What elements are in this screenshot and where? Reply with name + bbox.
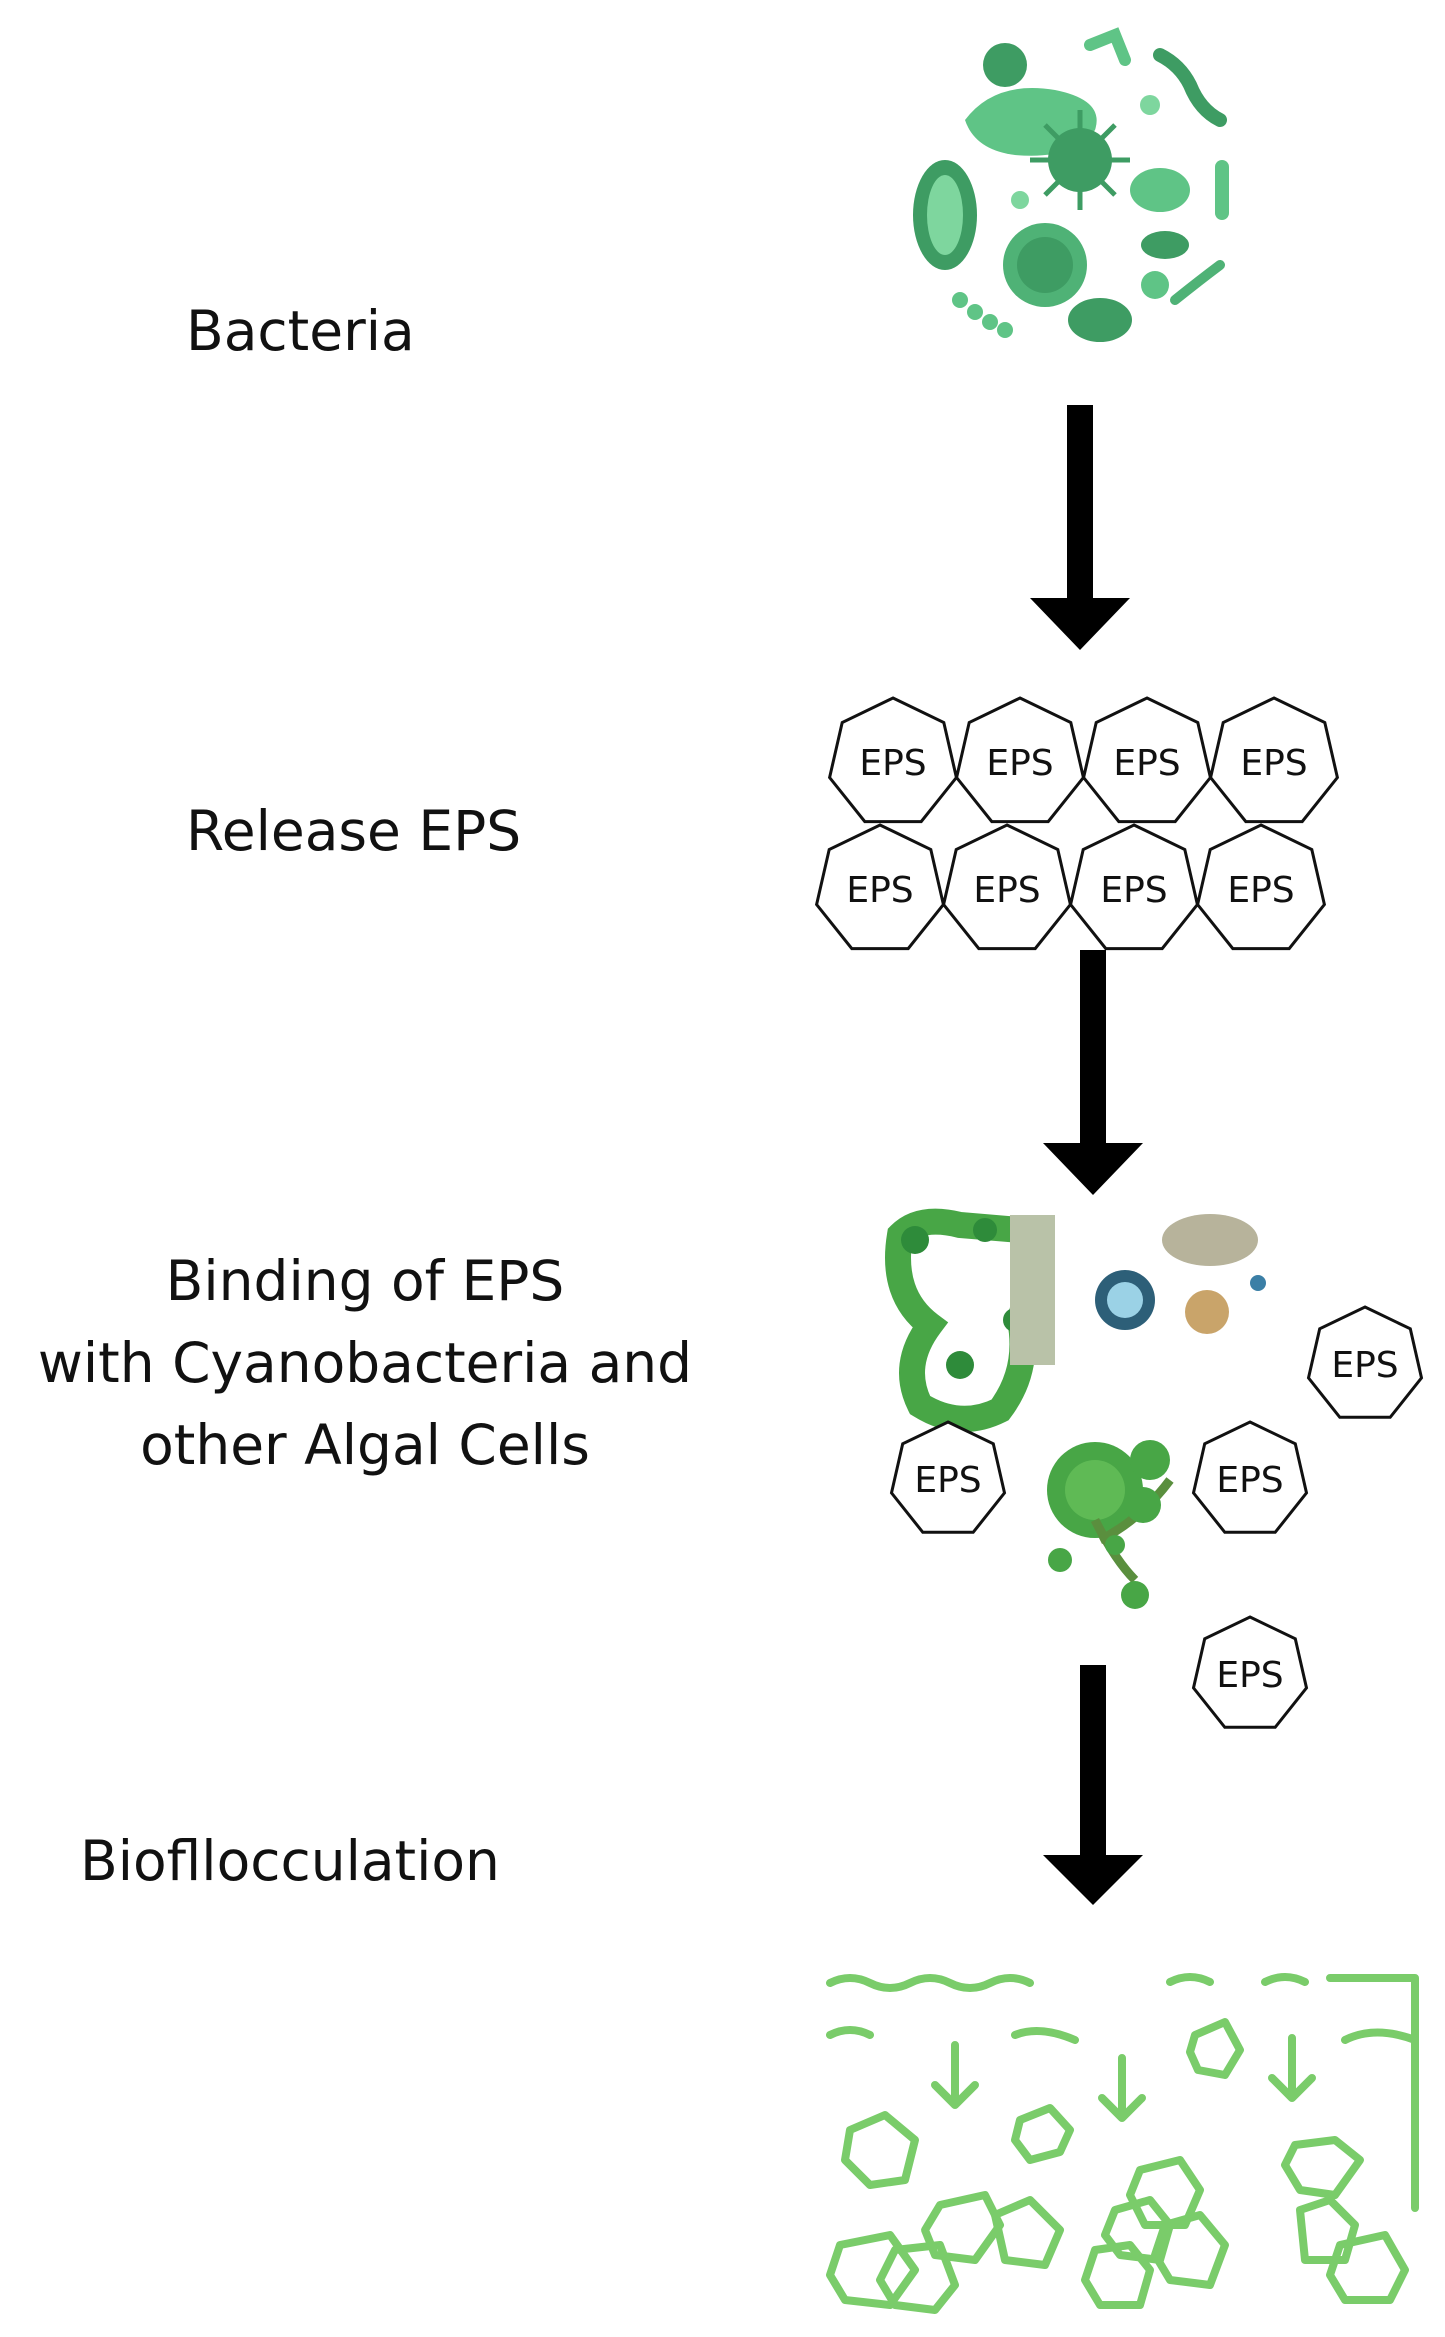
eps-heptagon: EPS bbox=[1068, 823, 1200, 951]
eps-heptagon: EPS bbox=[1306, 1305, 1424, 1419]
eps-heptagon: EPS bbox=[814, 823, 946, 951]
eps-heptagon: EPS bbox=[1191, 1420, 1309, 1534]
eps-label: EPS bbox=[986, 743, 1053, 784]
eps-grid: EPS EPS EPS EPS EPS EPS EPS EPS bbox=[814, 696, 1340, 951]
eps-label: EPS bbox=[1240, 743, 1307, 784]
eps-label: EPS bbox=[1216, 1460, 1283, 1501]
eps-scattered: EPS EPS EPS EPS bbox=[889, 1305, 1424, 1729]
eps-label: EPS bbox=[973, 870, 1040, 911]
algal-cell-icon bbox=[1095, 1214, 1266, 1334]
eps-label: EPS bbox=[846, 870, 913, 911]
eps-label: EPS bbox=[1331, 1345, 1398, 1386]
arrow-down-icon bbox=[1030, 405, 1130, 650]
eps-heptagon: EPS bbox=[1081, 696, 1213, 824]
eps-label: EPS bbox=[1216, 1655, 1283, 1696]
eps-heptagon: EPS bbox=[889, 1420, 1007, 1534]
eps-heptagon: EPS bbox=[1191, 1615, 1309, 1729]
step-label-bioflocculation: Biofllocculation bbox=[80, 1829, 500, 1893]
green-alga-icon bbox=[1047, 1440, 1174, 1609]
eps-label: EPS bbox=[1227, 870, 1294, 911]
eps-heptagon: EPS bbox=[1208, 696, 1340, 824]
bioflocculation-icon bbox=[826, 1973, 1419, 2314]
eps-heptagon: EPS bbox=[941, 823, 1073, 951]
eps-label: EPS bbox=[1113, 743, 1180, 784]
eps-heptagon: EPS bbox=[1195, 823, 1327, 951]
step-label-release-eps: Release EPS bbox=[186, 799, 522, 863]
arrow-down-icon bbox=[1043, 1665, 1143, 1905]
bacteria-cluster-icon bbox=[913, 27, 1235, 355]
eps-heptagon: EPS bbox=[827, 696, 959, 824]
eps-heptagon: EPS bbox=[954, 696, 1086, 824]
step-label-bacteria: Bacteria bbox=[186, 299, 415, 363]
eps-label: EPS bbox=[914, 1460, 981, 1501]
arrow-down-icon bbox=[1043, 950, 1143, 1195]
eps-label: EPS bbox=[1100, 870, 1167, 911]
cyanobacteria-colony-icon bbox=[885, 1208, 1055, 1432]
eps-label: EPS bbox=[859, 743, 926, 784]
step-label-binding: Binding of EPS with Cyanobacteria and ot… bbox=[37, 1249, 693, 1477]
